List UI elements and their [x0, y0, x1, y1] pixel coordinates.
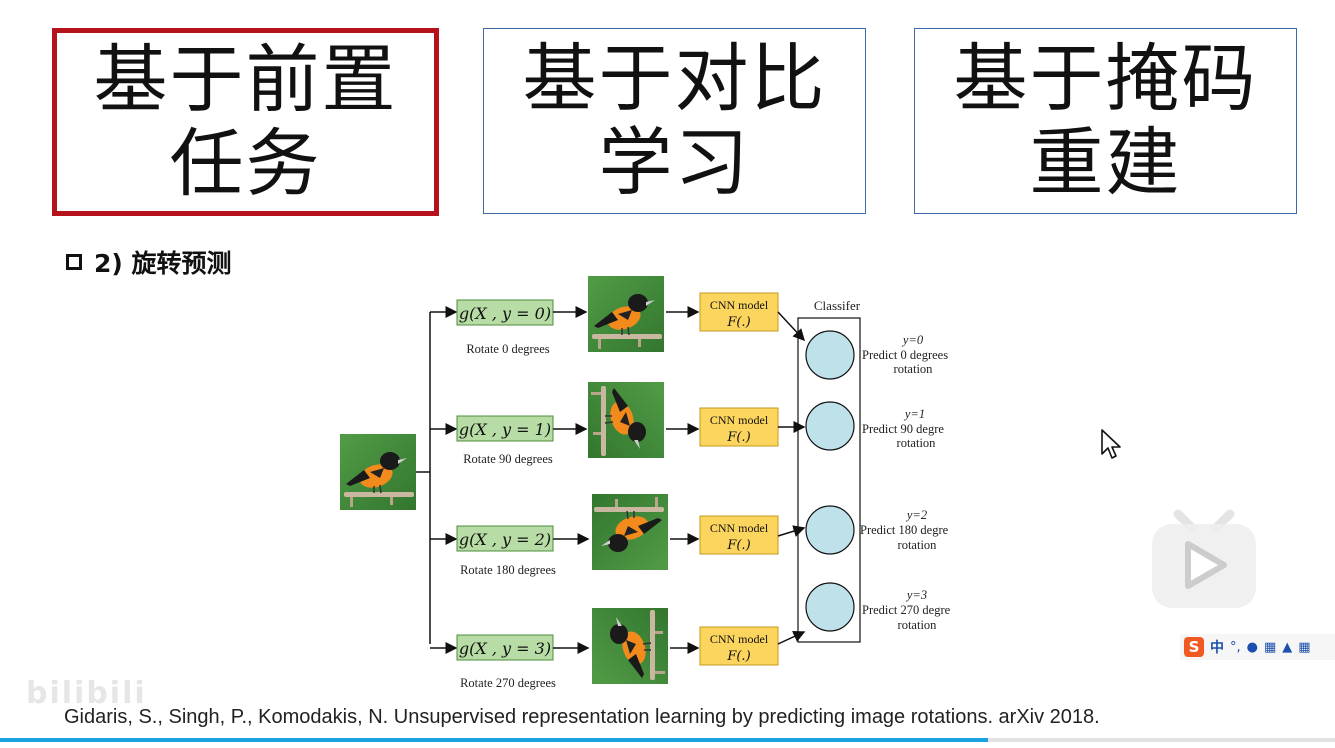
tab-masked-reconstruction-label: 基于掩码 重建	[953, 36, 1258, 206]
play-button[interactable]	[1148, 508, 1260, 612]
microphone-icon[interactable]: ●	[1246, 639, 1258, 655]
rotate-label: Rotate 0 degrees	[466, 342, 549, 356]
skin-icon[interactable]: ▲	[1282, 639, 1293, 655]
branch-0: g(X , y = 0) Rotate 0 degrees CNN model …	[430, 275, 806, 356]
play-icon	[1185, 541, 1227, 589]
rotated-bird-image	[587, 381, 665, 459]
input-bird-image	[339, 433, 417, 511]
cnn-model-label: CNN model	[710, 413, 769, 427]
classifier-node-3	[805, 582, 855, 632]
mouse-cursor-icon	[1101, 429, 1121, 459]
cnn-model-label: CNN model	[710, 521, 769, 535]
section-heading-text: 2) 旋转预测	[94, 249, 232, 278]
classifier-node-2	[805, 505, 855, 555]
rotated-bird-image	[591, 493, 669, 571]
classifier-node-0	[805, 330, 855, 380]
section-heading: 2) 旋转预测	[66, 244, 232, 280]
citation-text: Gidaris, S., Singh, P., Komodakis, N. Un…	[64, 706, 1100, 728]
output-rotation-label: rotation	[897, 436, 937, 450]
classifier-node-1	[805, 401, 855, 451]
toolbox-icon[interactable]: ▦	[1298, 639, 1311, 655]
branch-1: g(X , y = 1) Rotate 90 degrees CNN model…	[430, 381, 806, 466]
cnn-function-label: F(.)	[726, 538, 750, 553]
video-progress-bar[interactable]	[0, 738, 1335, 742]
cnn-model-label: CNN model	[710, 632, 769, 646]
cnn-function-label: F(.)	[726, 649, 750, 664]
ime-toolbar[interactable]: S 中 °, ● ▦ ▲ ▦	[1180, 634, 1335, 660]
function-label: g(X , y = 1)	[459, 420, 551, 439]
sogou-logo-icon: S	[1184, 637, 1204, 657]
function-label: g(X , y = 2)	[459, 530, 551, 549]
punctuation-icon[interactable]: °,	[1230, 639, 1241, 655]
function-label: g(X , y = 3)	[459, 639, 551, 658]
output-y-label: y=1	[903, 407, 925, 421]
rotate-label: Rotate 90 degrees	[463, 452, 553, 466]
output-rotation-label: rotation	[898, 618, 938, 632]
video-progress-fill	[0, 738, 988, 742]
output-predict-label: Predict 270 degre	[862, 603, 951, 617]
branch-2: g(X , y = 2) Rotate 180 degrees CNN mode…	[430, 493, 806, 577]
classifier-box	[797, 317, 861, 643]
output-y-label: y=2	[905, 508, 927, 522]
output-rotation-label: rotation	[894, 362, 934, 376]
output-rotation-label: rotation	[898, 538, 938, 552]
output-predict-label: Predict 180 degre	[860, 523, 949, 537]
branch-3: g(X , y = 3) Rotate 270 degrees CNN mode…	[430, 607, 806, 690]
output-y-label: y=3	[905, 588, 927, 602]
output-predict-label: Predict 90 degre	[862, 422, 944, 436]
bilibili-watermark: bilibili	[26, 676, 147, 711]
rotate-label: Rotate 180 degrees	[460, 563, 556, 577]
square-bullet-icon	[66, 254, 82, 270]
tab-pretext-task[interactable]: 基于前置 任务	[52, 28, 439, 216]
tab-contrastive-learning[interactable]: 基于对比 学习	[483, 28, 866, 214]
keyboard-icon[interactable]: ▦	[1263, 639, 1277, 655]
tab-contrastive-learning-label: 基于对比 学习	[522, 36, 827, 206]
rotate-label: Rotate 270 degrees	[460, 676, 556, 690]
ime-language-toggle[interactable]: 中	[1210, 640, 1224, 656]
function-label: g(X , y = 0)	[459, 304, 551, 323]
cnn-function-label: F(.)	[726, 430, 750, 445]
output-predict-label: Predict 0 degrees	[862, 348, 948, 362]
output-y-label: y=0	[901, 333, 924, 347]
cnn-function-label: F(.)	[726, 315, 750, 330]
rotation-prediction-diagram: g(X , y = 0) Rotate 0 degrees CNN model …	[339, 275, 951, 690]
tab-masked-reconstruction[interactable]: 基于掩码 重建	[914, 28, 1297, 214]
rotated-bird-image	[591, 607, 669, 685]
tab-pretext-task-label: 基于前置 任务	[93, 37, 398, 207]
cnn-model-label: CNN model	[710, 298, 769, 312]
classifier-label: Classifer	[814, 298, 861, 313]
rotated-bird-image	[587, 275, 665, 353]
